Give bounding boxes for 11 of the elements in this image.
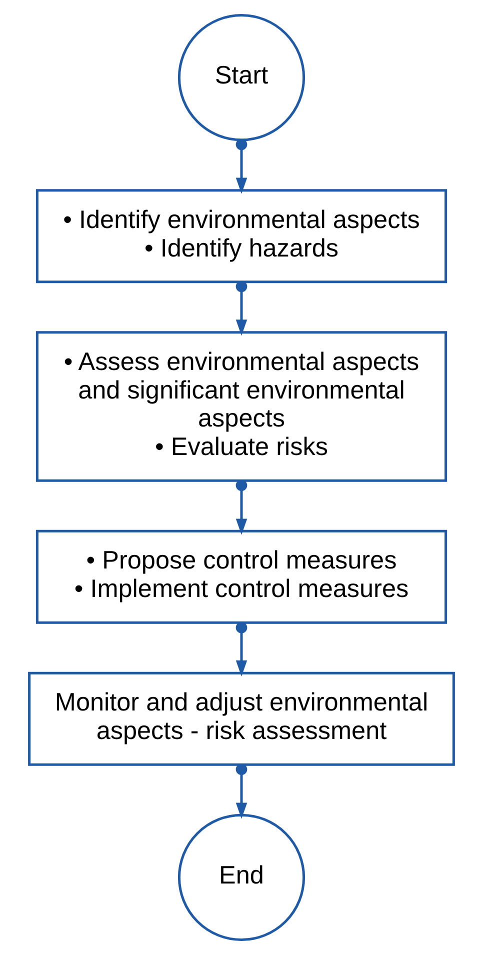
arrow [236, 280, 248, 336]
node-box: • Identify environmental aspects • Identify hazards [36, 189, 448, 284]
arrow [236, 622, 248, 676]
node-box: • Assess environmental aspects and significant environmental aspects • Evaluate risks [36, 331, 448, 482]
arrow [236, 138, 248, 194]
arrow [236, 764, 248, 819]
node-box: • Propose control measures • Implement control measures [36, 530, 448, 624]
arrow [236, 480, 248, 535]
node-circle: End [178, 814, 306, 941]
node-box: Monitor and adjust environmental aspects - risk assessment [28, 672, 455, 766]
node-circle: Start [178, 14, 306, 142]
